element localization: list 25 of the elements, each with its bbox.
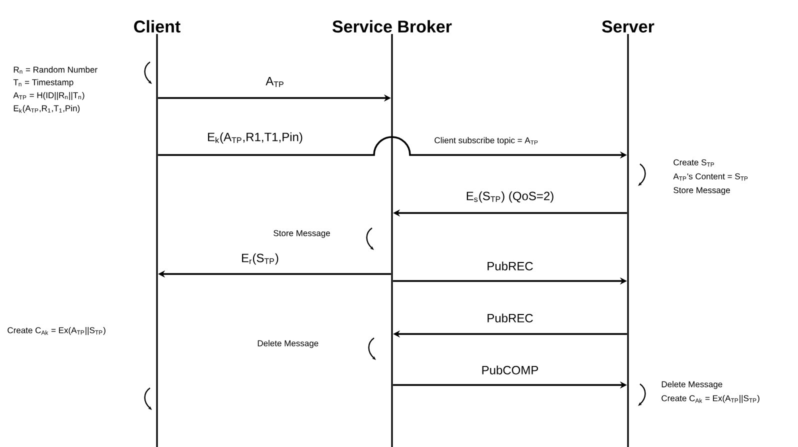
note-text: Store Message: [672, 186, 732, 196]
lifeline: Server: [602, 20, 654, 447]
note-text: Create S$_{TP}$: [672, 158, 716, 168]
note-text: R$_{n}$ = Random Number: [12, 65, 99, 75]
note-text: Delete Message: [660, 380, 724, 390]
note-text: Client subscribe topic = A$_{TP}$: [433, 136, 540, 146]
note-text: E$_{k}$(A$_{TP}$,R$_{1}$,T$_{1}$,Pin): [12, 104, 82, 114]
node-label: Server: [602, 20, 654, 33]
note-text: T$_{n}$ = Timestamp: [12, 78, 75, 88]
edge-label: E$_{s}$(S$_{TP}$) (QoS=2): [464, 190, 556, 204]
note-text: Delete Message: [256, 339, 320, 349]
node-label: Client: [134, 20, 180, 33]
note-text: Store Message: [272, 229, 332, 239]
edge-label: E$_{r}$(S$_{TP}$): [240, 252, 280, 266]
edge-label: PubCOMP: [480, 364, 540, 376]
lifeline: Client: [134, 20, 180, 447]
edge-label: PubREC: [486, 260, 534, 272]
note-text: Create C$_{Ak}$ = Ex(A$_{TP}$||S$_{TP}$): [6, 326, 107, 336]
edge-label: E$_{k}$(A$_{TP}$,R1,T1,Pin): [206, 131, 304, 145]
node-label: Service Broker: [332, 20, 452, 33]
note-text: Create C$_{Ak}$ = Ex(A$_{TP}$||S$_{TP}$): [660, 394, 761, 404]
note-text: A$_{TP}$'s Content = S$_{TP}$: [672, 172, 750, 182]
edge-label: PubREC: [486, 312, 534, 324]
note-text: A$_{TP}$ = H(ID||R$_{n}$||T$_{n}$): [12, 91, 86, 101]
edge-label: A$_{TP}$: [264, 76, 286, 88]
